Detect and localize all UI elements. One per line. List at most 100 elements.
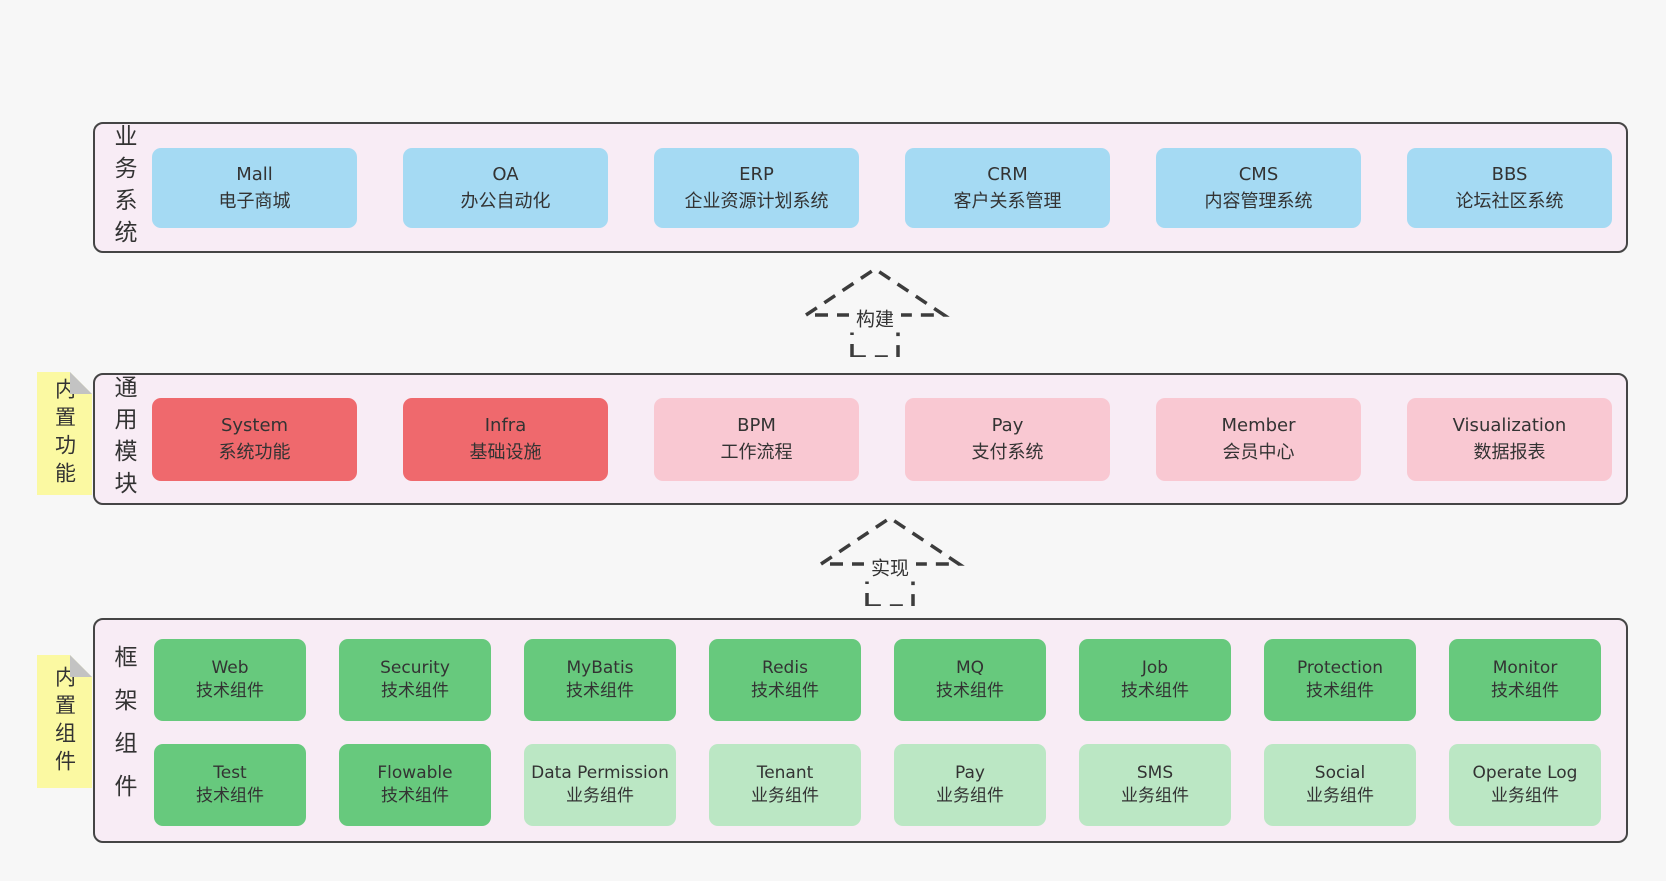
box-tenant: Tenant 业务组件 bbox=[709, 744, 861, 826]
sticky-built-in-components-label: 内置组件 bbox=[52, 665, 77, 778]
band-label-business-systems: 业务系统 bbox=[110, 123, 136, 252]
box-mybatis: MyBatis 技术组件 bbox=[524, 639, 676, 721]
box-desc: 业务组件 bbox=[566, 786, 634, 806]
box-name: Redis bbox=[762, 658, 808, 679]
sticky-built-in-features: 内置功能 bbox=[37, 372, 92, 495]
box-security: Security 技术组件 bbox=[339, 639, 491, 721]
box-system: System 系统功能 bbox=[152, 397, 357, 481]
box-name: System bbox=[220, 415, 289, 436]
box-pay-component: Pay 业务组件 bbox=[894, 744, 1046, 826]
band-label-framework-components: 框架组件 bbox=[110, 644, 136, 817]
arrow-implement-label: 实现 bbox=[863, 552, 917, 582]
box-name: BBS bbox=[1491, 163, 1528, 185]
box-bpm: BPM 工作流程 bbox=[654, 397, 859, 481]
box-name: Protection bbox=[1296, 658, 1383, 679]
band-framework-components: 框架组件 Web 技术组件 Security 技术组件 MyBatis 技术组件… bbox=[93, 618, 1628, 843]
box-name: Operate Log bbox=[1472, 763, 1578, 784]
box-name: Monitor bbox=[1492, 658, 1558, 679]
box-monitor: Monitor 技术组件 bbox=[1449, 639, 1601, 721]
box-desc: 办公自动化 bbox=[460, 190, 551, 212]
band-business-systems: 业务系统 Mall 电子商城 OA 办公自动化 ERP 企业资源计划系统 CRM… bbox=[93, 122, 1628, 253]
box-desc: 技术组件 bbox=[751, 681, 819, 701]
band-label-common-modules: 通用模块 bbox=[110, 375, 136, 503]
box-name: CMS bbox=[1238, 163, 1279, 185]
box-pay-module: Pay 支付系统 bbox=[905, 397, 1110, 481]
box-test: Test 技术组件 bbox=[154, 744, 306, 826]
box-desc: 会员中心 bbox=[1222, 442, 1295, 463]
band-framework-components-boxes: Web 技术组件 Security 技术组件 MyBatis 技术组件 Redi… bbox=[154, 639, 1601, 826]
box-desc: 业务组件 bbox=[936, 786, 1004, 806]
box-name: ERP bbox=[739, 163, 774, 185]
box-web: Web 技术组件 bbox=[154, 639, 306, 721]
box-redis: Redis 技术组件 bbox=[709, 639, 861, 721]
box-desc: 客户关系管理 bbox=[953, 190, 1062, 212]
box-name: Social bbox=[1314, 763, 1366, 784]
box-erp: ERP 企业资源计划系统 bbox=[654, 147, 859, 228]
box-desc: 数据报表 bbox=[1473, 442, 1546, 463]
box-visualization: Visualization 数据报表 bbox=[1407, 397, 1612, 481]
box-desc: 企业资源计划系统 bbox=[684, 190, 829, 212]
box-infra: Infra 基础设施 bbox=[403, 397, 608, 481]
box-desc: 技术组件 bbox=[566, 681, 634, 701]
box-sms: SMS 业务组件 bbox=[1079, 744, 1231, 826]
box-name: MQ bbox=[955, 658, 985, 679]
band-common-modules-boxes: System 系统功能 Infra 基础设施 BPM 工作流程 Pay 支付系统… bbox=[152, 375, 1612, 503]
box-desc: 业务组件 bbox=[751, 786, 819, 806]
box-cms: CMS 内容管理系统 bbox=[1156, 147, 1361, 228]
box-name: Infra bbox=[484, 415, 527, 436]
box-name: SMS bbox=[1136, 763, 1174, 784]
box-name: BPM bbox=[737, 415, 776, 436]
box-name: Tenant bbox=[756, 763, 814, 784]
box-desc: 论坛社区系统 bbox=[1455, 190, 1564, 212]
box-desc: 技术组件 bbox=[196, 786, 264, 806]
box-name: CRM bbox=[987, 163, 1028, 185]
dashed-up-arrow-icon bbox=[800, 266, 950, 357]
box-desc: 技术组件 bbox=[381, 786, 449, 806]
framework-row-2: Test 技术组件 Flowable 技术组件 Data Permission … bbox=[154, 744, 1601, 826]
box-data-permission: Data Permission 业务组件 bbox=[524, 744, 676, 826]
box-mall: Mall 电子商城 bbox=[152, 147, 357, 228]
box-name: Test bbox=[213, 763, 247, 784]
box-desc: 基础设施 bbox=[469, 442, 542, 463]
box-member: Member 会员中心 bbox=[1156, 397, 1361, 481]
box-name: Flowable bbox=[377, 763, 453, 784]
sticky-built-in-features-label: 内置功能 bbox=[52, 377, 77, 490]
sticky-built-in-components: 内置组件 bbox=[37, 655, 92, 788]
box-desc: 业务组件 bbox=[1491, 786, 1559, 806]
box-desc: 业务组件 bbox=[1306, 786, 1374, 806]
box-crm: CRM 客户关系管理 bbox=[905, 147, 1110, 228]
box-name: Visualization bbox=[1452, 415, 1567, 436]
band-common-modules: 通用模块 System 系统功能 Infra 基础设施 BPM 工作流程 Pay… bbox=[93, 373, 1628, 505]
box-name: Job bbox=[1141, 658, 1169, 679]
arrow-build-label: 构建 bbox=[848, 303, 902, 333]
box-desc: 技术组件 bbox=[1121, 681, 1189, 701]
box-name: OA bbox=[492, 163, 519, 185]
box-desc: 工作流程 bbox=[720, 442, 793, 463]
box-bbs: BBS 论坛社区系统 bbox=[1407, 147, 1612, 228]
box-social: Social 业务组件 bbox=[1264, 744, 1416, 826]
box-desc: 技术组件 bbox=[936, 681, 1004, 701]
box-name: MyBatis bbox=[566, 658, 634, 679]
box-mq: MQ 技术组件 bbox=[894, 639, 1046, 721]
box-name: Security bbox=[380, 658, 450, 679]
box-name: Mall bbox=[236, 163, 273, 185]
box-desc: 业务组件 bbox=[1121, 786, 1189, 806]
box-job: Job 技术组件 bbox=[1079, 639, 1231, 721]
band-business-systems-boxes: Mall 电子商城 OA 办公自动化 ERP 企业资源计划系统 CRM 客户关系… bbox=[152, 124, 1612, 251]
box-desc: 电子商城 bbox=[218, 190, 291, 212]
box-name: Data Permission bbox=[531, 763, 669, 784]
box-name: Pay bbox=[955, 763, 985, 784]
box-desc: 系统功能 bbox=[218, 442, 291, 463]
box-flowable: Flowable 技术组件 bbox=[339, 744, 491, 826]
box-name: Member bbox=[1221, 415, 1296, 436]
box-name: Web bbox=[211, 658, 249, 679]
box-desc: 技术组件 bbox=[1306, 681, 1374, 701]
box-desc: 技术组件 bbox=[196, 681, 264, 701]
arrow-implement: 实现 bbox=[815, 514, 965, 606]
box-desc: 技术组件 bbox=[1491, 681, 1559, 701]
dashed-up-arrow-icon bbox=[815, 515, 965, 606]
box-operate-log: Operate Log 业务组件 bbox=[1449, 744, 1601, 826]
framework-row-1: Web 技术组件 Security 技术组件 MyBatis 技术组件 Redi… bbox=[154, 639, 1601, 721]
arrow-build: 构建 bbox=[800, 265, 950, 357]
